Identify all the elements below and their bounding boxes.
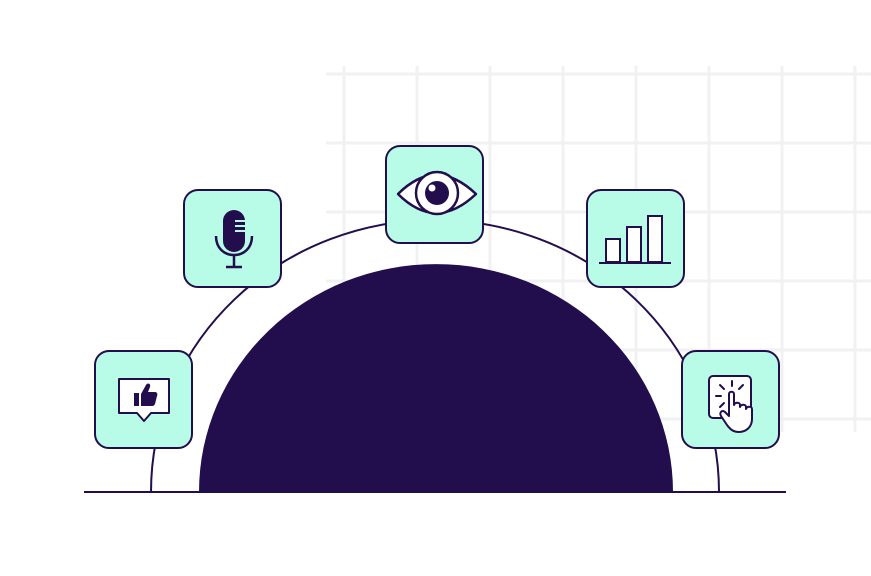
bar-chart-icon: [599, 215, 671, 264]
microphone-icon: [214, 210, 254, 269]
pointer-click-icon: [708, 375, 753, 433]
tile-pointer-click: [681, 350, 780, 449]
tile-bar-chart: [586, 189, 685, 288]
dark-dome: [199, 264, 673, 492]
tile-eye: [385, 145, 484, 244]
thumbs-up-speech-bubble-icon: [118, 378, 170, 422]
tile-microphone: [183, 189, 282, 288]
eye-icon: [396, 170, 478, 216]
tile-thumbs-up: [94, 350, 193, 449]
